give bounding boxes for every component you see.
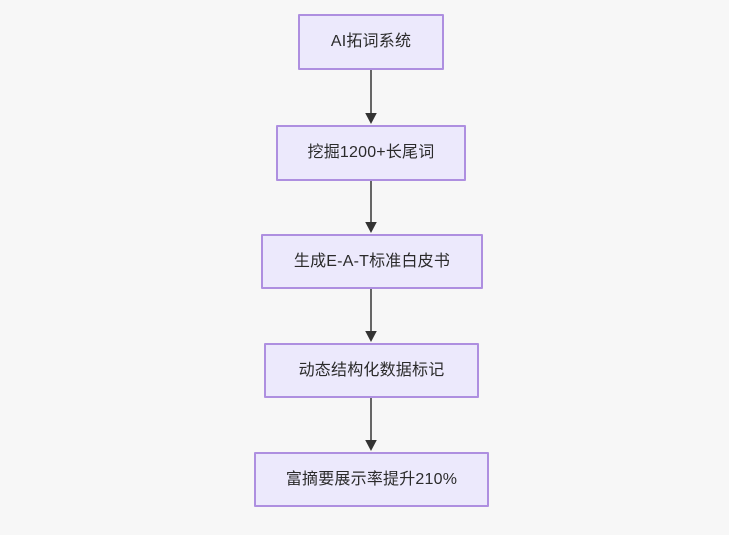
flowchart-node-n3[interactable]: 生成E-A-T标准白皮书 (261, 234, 483, 289)
flowchart-edge-n1-n2 (361, 70, 381, 125)
flowchart-node-n5[interactable]: 富摘要展示率提升210% (254, 452, 489, 507)
flowchart-edge-n4-n5 (361, 398, 381, 452)
flowchart-edge-n2-n3 (361, 181, 381, 234)
flowchart-node-n2[interactable]: 挖掘1200+长尾词 (276, 125, 466, 181)
flowchart-node-n1[interactable]: AI拓词系统 (298, 14, 444, 70)
flowchart-node-label: 生成E-A-T标准白皮书 (293, 252, 451, 270)
flowchart-edge-n3-n4 (361, 289, 381, 343)
flowchart-node-label: 富摘要展示率提升210% (285, 470, 458, 488)
flowchart-node-label: 挖掘1200+长尾词 (307, 144, 435, 161)
flowchart-node-label: AI拓词系统 (330, 33, 412, 50)
flowchart-node-label: 动态结构化数据标记 (298, 361, 445, 379)
flowchart-node-n4[interactable]: 动态结构化数据标记 (264, 343, 479, 398)
